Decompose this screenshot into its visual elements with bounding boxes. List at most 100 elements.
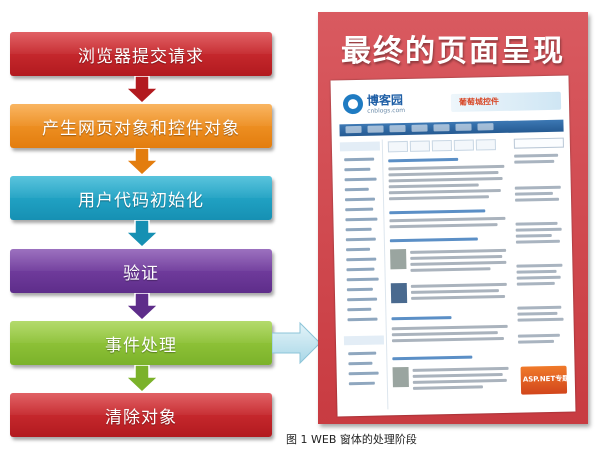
sidebar-link <box>345 227 372 232</box>
side-text <box>517 317 564 322</box>
post-text <box>391 336 504 343</box>
author-avatar <box>390 248 407 270</box>
sidebar-link <box>346 257 377 262</box>
nav-item <box>433 124 450 132</box>
post-text <box>391 331 498 337</box>
sidebar-link <box>346 287 373 292</box>
site-logo-subtitle: cnblogs.com <box>367 106 406 115</box>
post-text <box>388 171 499 177</box>
post-text <box>389 216 506 223</box>
sidebar-header <box>343 335 385 346</box>
site-navbar <box>339 119 564 137</box>
sidebar-link <box>345 217 378 222</box>
side-text <box>514 185 561 190</box>
site-logo-icon <box>342 93 364 115</box>
step-label: 浏览器提交请求 <box>78 46 204 67</box>
sidebar-link <box>344 197 376 202</box>
nav-item <box>411 124 428 132</box>
post-text <box>412 378 507 384</box>
sidebar-link <box>345 207 374 212</box>
right-arrow-icon <box>272 321 321 365</box>
post-list <box>388 155 513 407</box>
side-text <box>516 275 561 280</box>
side-text <box>517 311 558 316</box>
content-tab <box>453 139 475 151</box>
sidebar-link <box>344 157 375 162</box>
sidebar-link <box>347 317 378 322</box>
sidebar-link <box>347 307 372 312</box>
side-text <box>515 239 560 244</box>
post-text <box>410 289 499 294</box>
down-arrow-icon <box>124 148 160 176</box>
post-text <box>411 294 506 300</box>
step-user-code-init: 用户代码初始化 <box>10 176 272 220</box>
side-text <box>515 227 562 232</box>
post-text <box>388 195 490 201</box>
post-title <box>389 209 486 215</box>
nav-item <box>367 125 384 133</box>
post-text <box>410 248 507 254</box>
nav-item <box>389 124 406 133</box>
step-label: 用户代码初始化 <box>78 190 204 211</box>
post-text <box>388 183 479 189</box>
side-text <box>514 153 559 158</box>
author-avatar <box>392 366 409 388</box>
sidebar-link <box>348 351 377 356</box>
promo-ad: ASP.NET专题 <box>520 365 569 395</box>
post-text <box>391 324 508 331</box>
step-label: 事件处理 <box>105 335 177 356</box>
nav-item <box>455 123 472 131</box>
side-text <box>517 305 562 310</box>
side-text <box>515 197 560 202</box>
sidebar-link <box>346 247 371 252</box>
down-arrow-icon <box>124 76 160 104</box>
down-arrow-icon <box>124 220 160 248</box>
post-text <box>412 372 503 378</box>
post-text <box>410 254 503 260</box>
post-text <box>388 164 505 171</box>
author-avatar <box>390 282 408 304</box>
step-label: 产生网页对象和控件对象 <box>42 118 240 139</box>
step-validation: 验证 <box>10 249 272 293</box>
webpage-screenshot: 博客园 cnblogs.com 葡萄城控件 <box>330 75 576 417</box>
right-column: ASP.NET专题 <box>513 137 570 409</box>
side-text <box>516 281 555 286</box>
content-tab <box>409 140 431 152</box>
sidebar-link <box>348 371 379 376</box>
sidebar-link <box>345 237 376 242</box>
step-event-handling: 事件处理 <box>10 321 272 365</box>
figure-caption: 图 1 WEB 窗体的处理阶段 <box>286 433 417 446</box>
step-label: 验证 <box>123 263 159 284</box>
sidebar-link <box>348 381 375 386</box>
post-title <box>391 316 452 321</box>
sidebar-link <box>346 277 379 282</box>
banner-text: 葡萄城控件 <box>458 97 500 107</box>
post-text <box>388 188 501 195</box>
content-tab <box>475 139 497 151</box>
site-logo-text: 博客园 <box>366 93 404 108</box>
sidebar-link <box>344 187 369 192</box>
sidebar-link <box>347 297 378 302</box>
side-text <box>514 191 553 196</box>
final-page-panel: 最终的页面呈现 博客园 cnblogs.com 葡萄城控件 <box>318 12 588 424</box>
content-tab <box>387 140 409 153</box>
side-text <box>514 159 555 164</box>
sidebar-link <box>348 361 373 366</box>
post-title <box>388 157 459 163</box>
nav-item <box>345 125 362 134</box>
post-text <box>388 176 503 183</box>
content-tab <box>431 140 453 152</box>
site-sidebar <box>339 139 389 411</box>
down-arrow-icon <box>124 293 160 321</box>
search-input <box>513 137 564 149</box>
sidebar-header <box>339 141 380 152</box>
side-text <box>517 333 560 338</box>
sidebar-link <box>344 167 371 172</box>
nav-item <box>477 123 494 131</box>
step-cleanup: 清除对象 <box>10 393 272 437</box>
post-text <box>412 366 509 372</box>
post-text <box>410 260 507 266</box>
side-text <box>517 339 555 344</box>
sidebar-link <box>344 177 377 182</box>
